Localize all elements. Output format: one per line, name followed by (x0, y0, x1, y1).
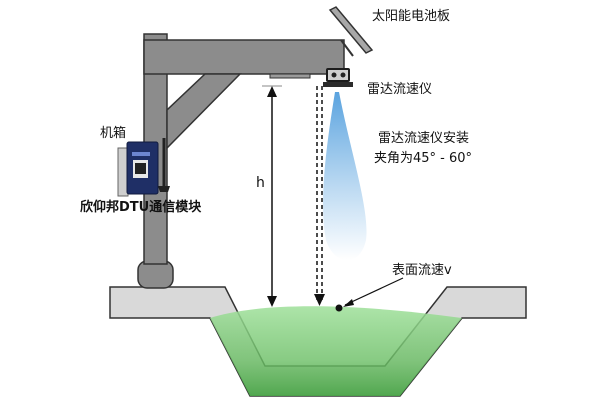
install-angle-label-line2: 夹角为45° - 60° (374, 151, 472, 166)
horizontal-arm (143, 39, 345, 75)
water (210, 306, 462, 396)
radar-sensor (323, 68, 353, 87)
solar-panel (328, 6, 374, 57)
install-angle-label-line1: 雷达流速仪安装 (378, 131, 469, 146)
cabinet (117, 138, 170, 197)
surface-point (335, 304, 343, 312)
solar-panel-label: 太阳能电池板 (372, 9, 450, 24)
dashed-measure-line (314, 86, 325, 306)
radar-beam (323, 92, 367, 261)
height-arrow (262, 85, 282, 307)
pole-base (137, 260, 174, 289)
cabinet-label: 机箱 (100, 125, 126, 141)
surface-velocity-label: 表面流速v (392, 263, 452, 278)
height-label: h (256, 175, 265, 191)
surface-velocity-pointer (343, 277, 404, 307)
radar-meter-label: 雷达流速仪 (367, 82, 432, 97)
dtu-module-label: 欣仰邦DTU通信模块 (80, 199, 202, 215)
diagonal-brace (166, 73, 242, 150)
